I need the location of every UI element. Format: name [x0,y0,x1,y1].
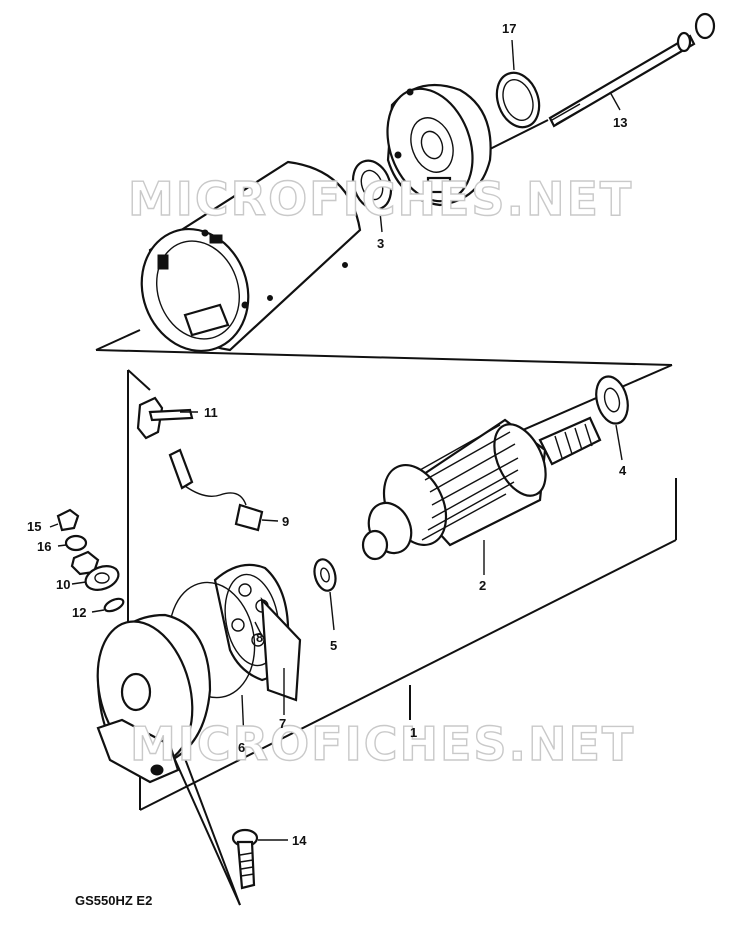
callout-10: 10 [56,577,70,592]
o-ring [495,39,541,129]
mounting-bolt [231,828,288,890]
through-bolt [548,12,716,128]
terminal-bolt [136,396,198,440]
front-housing [386,83,492,207]
callout-12: 12 [72,605,86,620]
callout-5: 5 [330,638,337,653]
watermark-bottom: MICROFICHES.NET [130,717,635,771]
callout-11: 11 [204,405,218,420]
callout-14: 14 [292,833,307,848]
yoke-housing [140,160,362,353]
rear-end-cover [96,613,212,784]
shim-washer [313,558,337,631]
callout-3: 3 [377,236,384,251]
callout-16: 16 [37,539,51,554]
terminal-parts-column [49,508,125,613]
armature [361,416,602,575]
brush-assembly [168,448,279,532]
oil-seal [351,159,393,233]
diagram-code: GS550HZ E2 [75,893,152,908]
callout-13: 13 [613,115,627,130]
callout-1: 1 [410,725,417,740]
callout-4: 4 [619,463,627,478]
callout-15: 15 [27,519,41,534]
callout-7: 7 [279,716,286,731]
callout-9: 9 [282,514,289,529]
callout-6: 6 [238,740,245,755]
callout-2: 2 [479,578,486,593]
callout-17: 17 [502,21,516,36]
watermark-top: MICROFICHES.NET [128,172,633,226]
callout-8: 8 [256,630,263,645]
thrust-washer [595,375,629,461]
assembly-bracket-lines [95,119,677,906]
